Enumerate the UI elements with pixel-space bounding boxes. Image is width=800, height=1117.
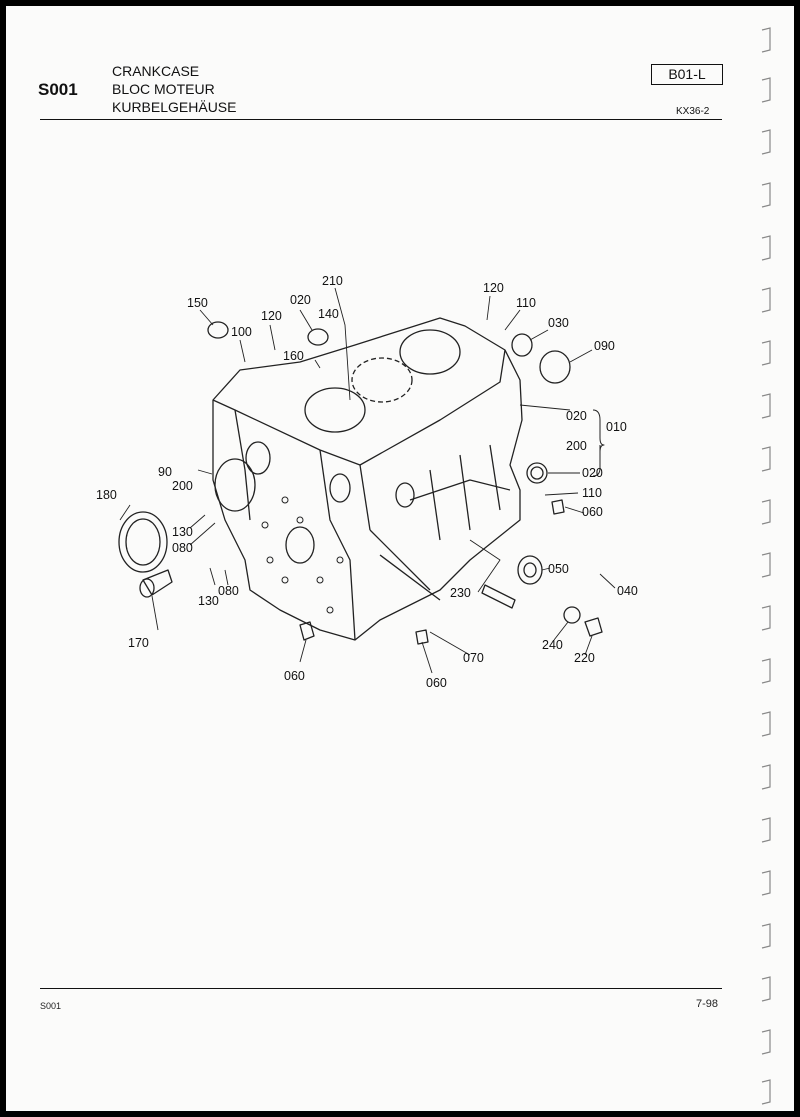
title-en: CRANKCASE xyxy=(112,63,200,79)
label-020-right: 020 xyxy=(582,466,603,480)
part-170-cap xyxy=(142,569,173,596)
label-140: 140 xyxy=(318,307,339,321)
label-90: 90 xyxy=(158,465,172,479)
page-reference-box: B01-L xyxy=(651,64,723,85)
crankcase-body xyxy=(212,317,523,641)
label-240: 240 xyxy=(542,638,563,652)
label-010: 010 xyxy=(606,420,627,434)
document-page: S001 CRANKCASE BLOC MOTEUR KURBELGEHÄUSE… xyxy=(6,6,794,1111)
part-180-seal xyxy=(118,511,168,573)
label-020-top: 020 xyxy=(290,293,311,307)
label-060-lower-right: 060 xyxy=(426,676,447,690)
label-200-left: 200 xyxy=(172,479,193,493)
label-120-right: 120 xyxy=(483,281,504,295)
label-220: 220 xyxy=(574,651,595,665)
label-050: 050 xyxy=(548,562,569,576)
section-code: S001 xyxy=(38,80,78,99)
part-050-pulley xyxy=(517,555,543,585)
label-060-right: 060 xyxy=(582,505,603,519)
label-160: 160 xyxy=(283,349,304,363)
label-110-top: 110 xyxy=(516,296,536,310)
header-rule xyxy=(40,119,722,120)
model-number: KX36-2 xyxy=(676,106,710,117)
label-200-brace: 200 xyxy=(566,439,587,453)
cylinder-bore-1 xyxy=(304,387,366,433)
part-number-labels: 210 150 020 140 120 110 030 100 120 160 … xyxy=(96,274,638,690)
section-titles: CRANKCASE BLOC MOTEUR KURBELGEHÄUSE xyxy=(112,62,236,116)
label-020-brace-top: 020 xyxy=(566,409,587,423)
label-080-upper: 080 xyxy=(172,541,193,555)
title-de: KURBELGEHÄUSE xyxy=(112,99,237,115)
label-070: 070 xyxy=(463,651,484,665)
part-230-sensor xyxy=(481,584,516,609)
label-090: 090 xyxy=(594,339,615,353)
label-030: 030 xyxy=(548,316,569,330)
cylinder-bore-3 xyxy=(399,329,461,375)
label-100: 100 xyxy=(231,325,252,339)
label-120-left: 120 xyxy=(261,309,282,323)
label-080-lower: 080 xyxy=(218,584,239,598)
cylinder-bore-2 xyxy=(351,357,413,403)
part-150-plug xyxy=(207,321,229,339)
label-170: 170 xyxy=(128,636,149,650)
part-090-disc xyxy=(539,350,571,384)
part-030-disc xyxy=(511,333,533,357)
label-180: 180 xyxy=(96,488,117,502)
label-130-lower: 130 xyxy=(198,594,219,608)
label-040: 040 xyxy=(617,584,638,598)
footer-date: 7-98 xyxy=(696,998,719,1010)
label-130-upper: 130 xyxy=(172,525,193,539)
label-210: 210 xyxy=(322,274,343,288)
label-150: 150 xyxy=(187,296,208,310)
footer-rule xyxy=(40,988,722,989)
label-110-right: 110 xyxy=(582,486,602,500)
footer-code: S001 xyxy=(40,1001,62,1011)
label-060-lower-left: 060 xyxy=(284,669,305,683)
title-fr: BLOC MOTEUR xyxy=(112,81,215,97)
binder-ring-strip xyxy=(761,27,771,1105)
label-230: 230 xyxy=(450,586,471,600)
